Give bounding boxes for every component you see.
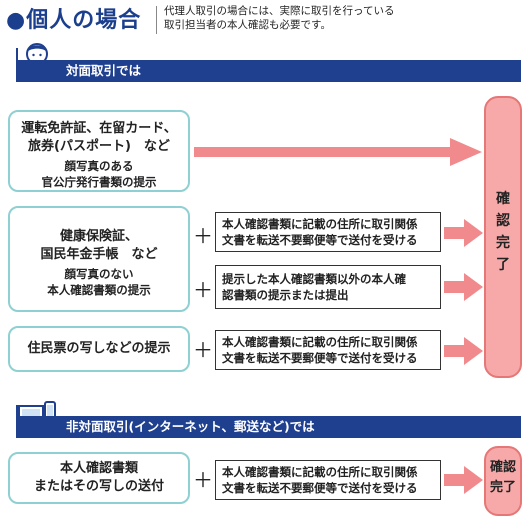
send-id-line-1: 本人確認書類: [59, 461, 138, 476]
description-line-2: 取引担当者の本人確認も必要です。: [164, 19, 331, 31]
non-photo-id-desc-line-2: 本人確認書類の提示: [47, 283, 151, 297]
result-char-2: 認: [496, 213, 510, 229]
non-face-verification-text: 確認 完了: [486, 458, 520, 498]
resident-record-box: 住民票の写しなどの提示: [8, 326, 190, 372]
result-char-4: 了: [496, 257, 510, 273]
non-photo-id-box: 健康保険証、 国民年金手帳 など 顔写真のない 本人確認書類の提示: [8, 206, 190, 312]
non-face-to-face-banner: 非対面取引(インターネット、郵送など)では: [16, 416, 521, 438]
page-title: ●個人の場合: [6, 8, 142, 33]
result-char-3: 完: [496, 235, 510, 251]
non-face-mail-line-2: 文書を転送不要郵便等で送付を受ける: [222, 481, 418, 495]
resident-mail-line-2: 文書を転送不要郵便等で送付を受ける: [222, 351, 418, 365]
arrow-right-icon: [194, 138, 482, 166]
face-to-face-banner-label: 対面取引では: [66, 63, 142, 78]
plus-sign: ＋: [193, 224, 213, 248]
banner-edge: [16, 48, 18, 60]
non-face-result-line-2: 完了: [489, 480, 516, 495]
send-id-copy-box: 本人確認書類 またはその写しの送付: [8, 452, 190, 504]
additional-id-line-1: 提示した本人確認書類以外の本人確: [222, 272, 406, 286]
verification-complete-text: 確 認 完 了: [486, 188, 520, 276]
photo-id-box: 運転免許証、在留カード、 旅券(パスポート) など 顔写真のある 官公庁発行書類…: [8, 110, 190, 192]
plus-sign: ＋: [193, 338, 213, 362]
description-line-1: 代理人取引の場合には、実際に取引を行っている: [164, 5, 395, 17]
photo-id-examples-line-2: 旅券(パスポート) など: [28, 139, 170, 154]
resident-record-label: 住民票の写しなどの提示: [27, 341, 171, 356]
mail-confirmation-line-2: 文書を転送不要郵便等で送付を受ける: [222, 233, 418, 247]
additional-id-box: 提示した本人確認書類以外の本人確 認書類の提示または提出: [215, 265, 441, 309]
resident-mail-confirmation-box: 本人確認書類に記載の住所に取引関係 文書を転送不要郵便等で送付を受ける: [215, 330, 441, 370]
arrow-right-icon: [444, 466, 483, 494]
arrow-right-icon: [444, 219, 483, 247]
plus-sign: ＋: [193, 278, 213, 302]
header-description: 代理人取引の場合には、実際に取引を行っている 取引担当者の本人確認も必要です。: [164, 4, 394, 32]
mail-confirmation-box: 本人確認書類に記載の住所に取引関係 文書を転送不要郵便等で送付を受ける: [215, 212, 441, 252]
photo-id-desc-line-2: 官公庁発行書類の提示: [41, 175, 157, 189]
non-face-mail-line-1: 本人確認書類に記載の住所に取引関係: [222, 465, 418, 479]
verification-complete-badge: 確 認 完 了: [484, 96, 522, 378]
non-face-mail-confirmation-box: 本人確認書類に記載の住所に取引関係 文書を転送不要郵便等で送付を受ける: [215, 460, 441, 500]
non-photo-id-examples-line-1: 健康保険証、: [59, 229, 138, 244]
title-divider: [156, 6, 157, 34]
additional-id-line-2: 認書類の提示または提出: [222, 288, 349, 302]
arrow-right-icon: [444, 273, 483, 301]
photo-id-examples-line-1: 運転免許証、在留カード、: [21, 121, 177, 136]
non-face-verification-complete-badge: 確認 完了: [484, 446, 522, 516]
non-face-result-line-1: 確認: [489, 460, 516, 475]
face-to-face-banner: 対面取引では: [16, 60, 521, 82]
banner-edge: [16, 405, 18, 417]
resident-mail-line-1: 本人確認書類に記載の住所に取引関係: [222, 335, 418, 349]
arrow-right-icon: [444, 337, 483, 365]
non-photo-id-examples-line-2: 国民年金手帳 など: [40, 247, 158, 262]
non-face-to-face-banner-label: 非対面取引(インターネット、郵送など)では: [66, 419, 315, 434]
photo-id-desc-line-1: 顔写真のある: [64, 159, 134, 173]
plus-sign: ＋: [193, 468, 213, 492]
non-photo-id-desc-line-1: 顔写真のない: [64, 267, 134, 281]
send-id-line-2: またはその写しの送付: [33, 479, 164, 494]
result-char-1: 確: [496, 191, 510, 207]
mail-confirmation-line-1: 本人確認書類に記載の住所に取引関係: [222, 217, 418, 231]
